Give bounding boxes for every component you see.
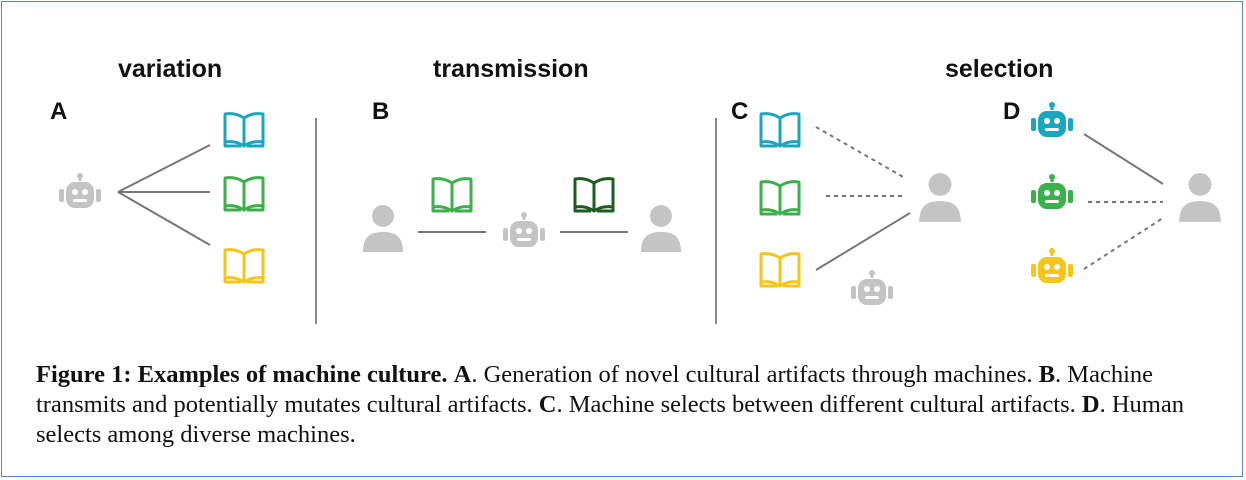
connector-line [1083, 217, 1164, 270]
book-icon [223, 112, 265, 148]
heading-transmission: transmission [433, 55, 589, 83]
robot-icon [1031, 102, 1073, 137]
connector-line [815, 212, 911, 271]
book-icon [759, 252, 801, 288]
book-icon [431, 177, 473, 213]
caption-label-b: B [1038, 361, 1056, 388]
connector-line [1083, 133, 1164, 185]
panel-label-b: B [372, 98, 390, 125]
book-icon [223, 176, 265, 212]
caption-figure-label: Figure 1: Examples of machine culture. [36, 361, 448, 388]
caption-text-c: . Machine selects between different cult… [556, 391, 1076, 418]
caption-label-a: A [453, 361, 472, 388]
person-icon [919, 173, 961, 222]
figure-caption: Figure 1: Examples of machine culture. A… [36, 360, 1226, 450]
robot-icon [1031, 174, 1073, 209]
robot-icon [851, 270, 893, 305]
robot-icon [59, 173, 101, 208]
person-icon [641, 205, 681, 252]
robot-icon [503, 212, 545, 247]
connector-line [815, 126, 906, 179]
book-icon [759, 112, 801, 148]
caption-text-b: . Machine transmits and potentially muta… [36, 361, 1154, 418]
robot-icon [1031, 248, 1073, 283]
book-icon [223, 248, 265, 284]
person-icon [1179, 173, 1221, 222]
panel-label-c: C [731, 98, 749, 125]
heading-variation: variation [118, 55, 223, 83]
book-icon [759, 180, 801, 216]
figure-illustration: variation transmission selection A B C D [50, 55, 1221, 324]
connector-lines [117, 118, 1164, 324]
heading-selection: selection [945, 55, 1054, 83]
caption-text-a: . Generation of novel cultural artifacts… [471, 361, 1033, 388]
caption-text-d: . Human selects among diverse machines. [36, 391, 1184, 448]
connector-line [117, 191, 211, 246]
caption-label-d: D [1081, 391, 1100, 418]
person-icon [363, 205, 403, 252]
panel-label-a: A [50, 98, 68, 125]
panel-label-d: D [1003, 98, 1021, 125]
connector-line [117, 144, 211, 193]
book-icon [573, 177, 615, 213]
caption-label-c: C [538, 391, 557, 418]
